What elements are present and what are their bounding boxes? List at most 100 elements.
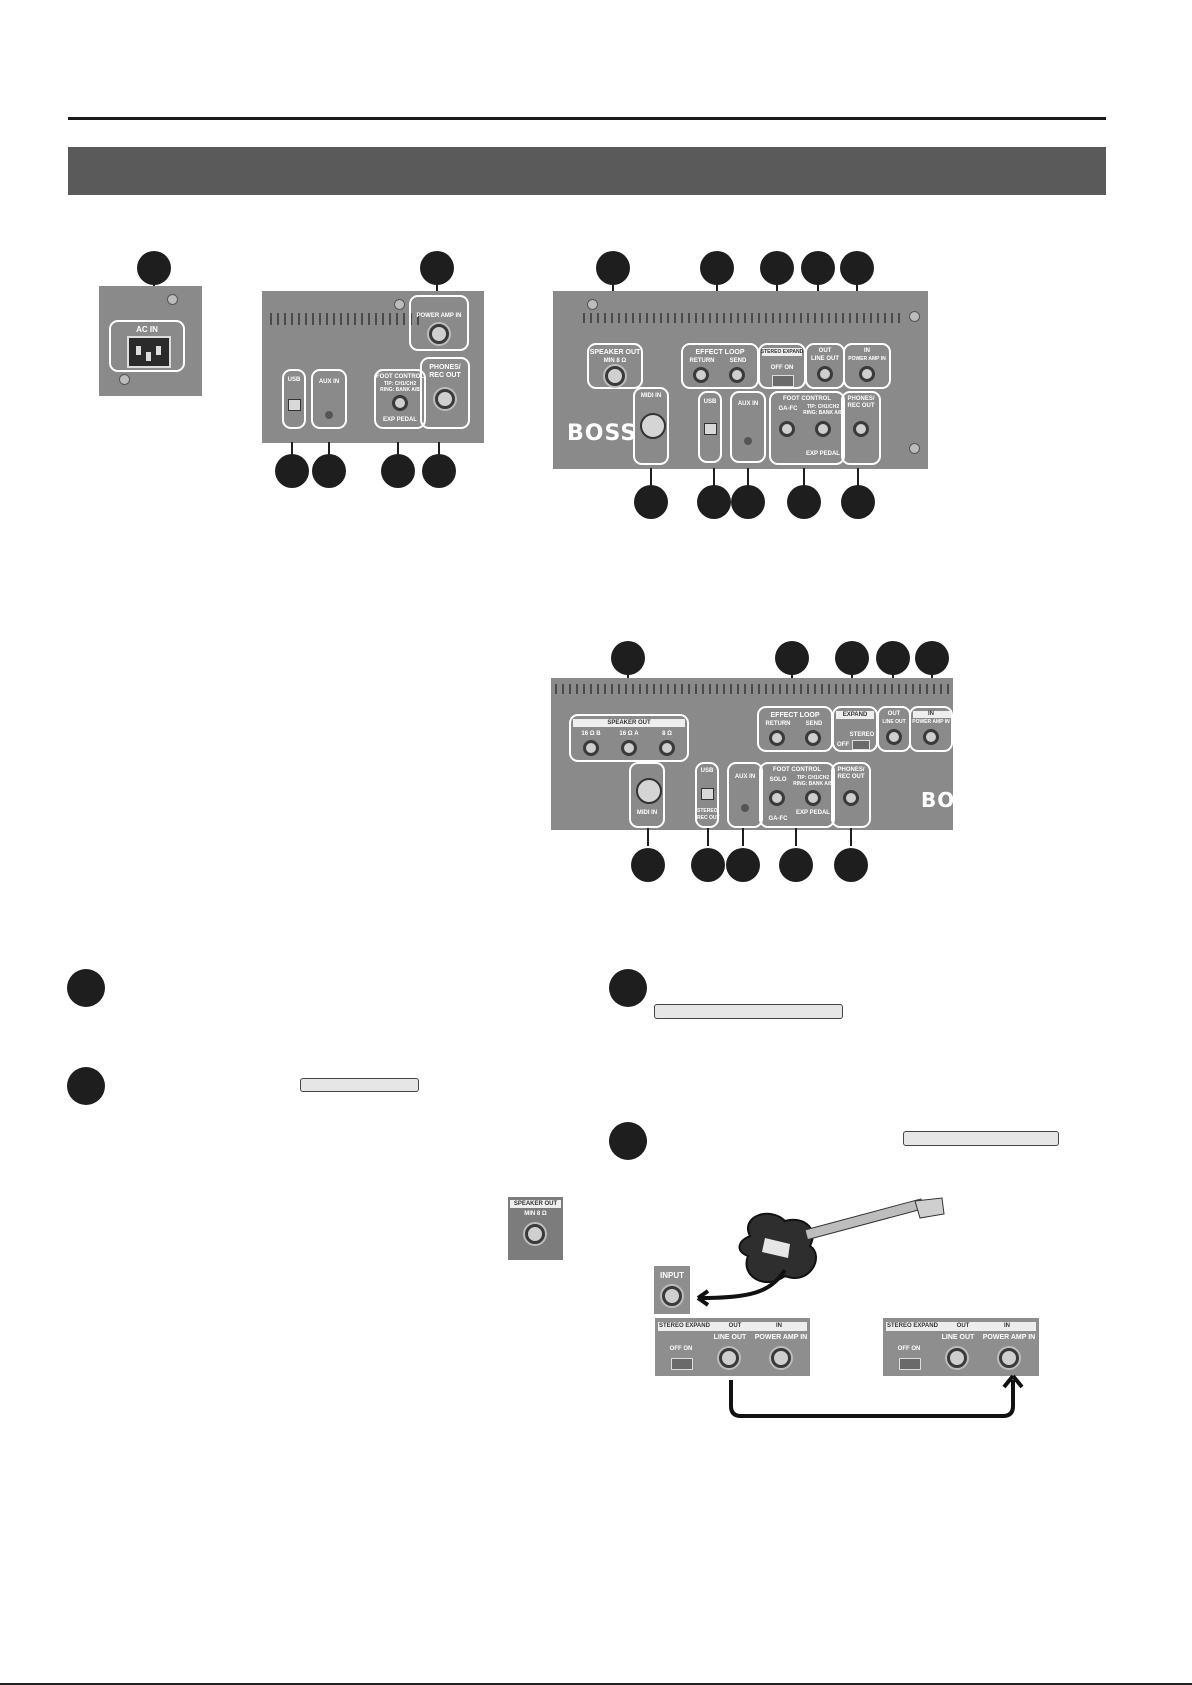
speaker-out-label: SPEAKER OUT bbox=[589, 349, 641, 356]
callout-marker bbox=[834, 848, 868, 882]
leader-line bbox=[291, 442, 293, 460]
power-amp-in-box: POWER AMP IN bbox=[409, 295, 469, 351]
midi-in-label: MIDI IN bbox=[640, 393, 662, 399]
guitar-cable bbox=[696, 1268, 787, 1307]
callout-marker bbox=[697, 485, 731, 519]
rear-panel-d: BO SPEAKER OUT 16 Ω B 16 Ω A 8 Ω EFFECT … bbox=[551, 678, 956, 830]
rear-panel-c: BOSS SPEAKER OUT MIN 8 Ω EFFECT LOOP RET… bbox=[553, 291, 928, 469]
callout-marker bbox=[787, 485, 821, 519]
usb-port-icon bbox=[288, 399, 301, 411]
exp-pedal-label: EXP PEDAL bbox=[383, 417, 417, 423]
foot-tip-label: TIP: CH1/CH2 bbox=[806, 404, 840, 410]
screw-icon bbox=[119, 374, 130, 385]
stereo-rec-out-label: STEREO bbox=[697, 808, 718, 814]
out-label: OUT bbox=[818, 348, 832, 354]
foot-control-label: FOOT CONTROL bbox=[783, 396, 831, 402]
callout-marker bbox=[312, 454, 346, 488]
speaker-min-label: MIN 8 Ω bbox=[603, 358, 627, 364]
item-marker bbox=[67, 1067, 105, 1105]
screw-icon bbox=[909, 311, 920, 322]
return-label: RETURN bbox=[765, 721, 791, 727]
usb-label: USB bbox=[703, 399, 717, 405]
stereo-expand-label: STEREO EXPAND bbox=[659, 1323, 710, 1329]
rec-out-label: REC OUT bbox=[429, 372, 461, 379]
model-badge bbox=[300, 1078, 419, 1092]
ga-fc-label: GA-FC bbox=[768, 816, 788, 822]
input-jack bbox=[662, 1286, 682, 1306]
usb-box: USB bbox=[698, 391, 722, 463]
line-out-label: LINE OUT bbox=[811, 356, 839, 362]
callout-marker bbox=[137, 251, 171, 285]
boss-logo: BOSS bbox=[567, 421, 638, 446]
stereo-expand-box: STEREO EXPAND OFF ON bbox=[758, 343, 806, 389]
callout-marker bbox=[775, 641, 809, 675]
aux-in-jack bbox=[741, 804, 749, 812]
phones-rec-out-box: PHONES/ REC OUT bbox=[420, 357, 470, 429]
boss-logo: BO bbox=[921, 788, 956, 812]
aux-in-label: AUX IN bbox=[318, 379, 340, 385]
effect-loop-box: EFFECT LOOP RETURN SEND bbox=[681, 343, 759, 389]
stereo-expand-switch bbox=[671, 1358, 693, 1370]
usb-label: USB bbox=[700, 768, 714, 774]
speaker-8-label: 8 Ω bbox=[662, 731, 672, 737]
midi-in-box: MIDI IN bbox=[633, 387, 669, 465]
leader-line bbox=[742, 828, 744, 846]
line-out-label: LINE OUT bbox=[941, 1334, 975, 1341]
stereo-expand-label: STEREO EXPAND bbox=[887, 1323, 938, 1329]
off-label: OFF bbox=[837, 742, 849, 748]
leader-line bbox=[647, 828, 649, 846]
leader-line bbox=[795, 828, 797, 846]
input-panel: INPUT bbox=[654, 1266, 690, 1314]
ac-in-box: AC IN bbox=[109, 320, 185, 372]
midi-port-icon bbox=[636, 778, 662, 804]
leader-line bbox=[713, 468, 715, 486]
item-marker bbox=[609, 969, 647, 1007]
midi-in-box: MIDI IN bbox=[629, 762, 665, 828]
return-jack bbox=[769, 730, 785, 746]
stereo-expand-label: STEREO EXPAND bbox=[760, 349, 804, 355]
speaker-out-box: SPEAKER OUT MIN 8 Ω bbox=[587, 343, 643, 389]
leader-line bbox=[438, 442, 440, 460]
callout-marker bbox=[915, 641, 949, 675]
speaker-8-jack bbox=[659, 740, 675, 756]
power-amp-in-label: POWER AMP IN bbox=[754, 1334, 808, 1341]
line-out-jack bbox=[947, 1348, 967, 1368]
callout-marker bbox=[731, 485, 765, 519]
in-label: IN bbox=[776, 1323, 782, 1329]
power-amp-in-jack bbox=[923, 729, 939, 745]
power-amp-in-jack bbox=[999, 1348, 1019, 1368]
leader-line bbox=[707, 828, 709, 846]
aux-in-jack bbox=[744, 437, 752, 445]
leader-line bbox=[857, 468, 859, 486]
callout-marker bbox=[631, 848, 665, 882]
power-amp-in-box: IN POWER AMP IN bbox=[909, 706, 953, 752]
line-out-jack bbox=[886, 729, 902, 745]
out-label: OUT bbox=[887, 711, 901, 717]
callout-marker bbox=[841, 485, 875, 519]
speaker-out-thumbnail: SPEAKER OUT MIN 8 Ω bbox=[508, 1197, 563, 1260]
callout-marker bbox=[381, 454, 415, 488]
speaker-16b-label: 16 Ω B bbox=[581, 731, 601, 737]
line-out-jack bbox=[817, 366, 833, 382]
off-on-label: OFF ON bbox=[897, 1346, 921, 1352]
rec-out-label: REC OUT bbox=[847, 403, 875, 409]
leader-line bbox=[850, 828, 852, 846]
foot-control-box: FOOT CONTROL GA-FC TIP: CH1/CH2 RING: BA… bbox=[769, 391, 845, 465]
expand-box: EXPAND STEREO OFF bbox=[832, 706, 878, 752]
exp-pedal-label: EXP PEDAL bbox=[796, 810, 830, 816]
callout-marker bbox=[760, 251, 794, 285]
screw-icon bbox=[909, 443, 920, 454]
model-badge bbox=[903, 1131, 1059, 1146]
usb-box: USB bbox=[282, 369, 306, 429]
guitar-icon bbox=[738, 1197, 945, 1283]
power-amp-in-jack bbox=[859, 366, 875, 382]
effect-loop-label: EFFECT LOOP bbox=[770, 712, 820, 719]
phones-jack bbox=[853, 421, 869, 437]
foot-control-jack bbox=[805, 790, 821, 806]
speaker-out-label: SPEAKER OUT bbox=[513, 1201, 558, 1207]
leader-line bbox=[747, 468, 749, 486]
in-label: IN bbox=[928, 711, 934, 717]
callout-marker bbox=[840, 251, 874, 285]
aux-in-jack bbox=[325, 411, 333, 419]
callout-marker bbox=[876, 641, 910, 675]
